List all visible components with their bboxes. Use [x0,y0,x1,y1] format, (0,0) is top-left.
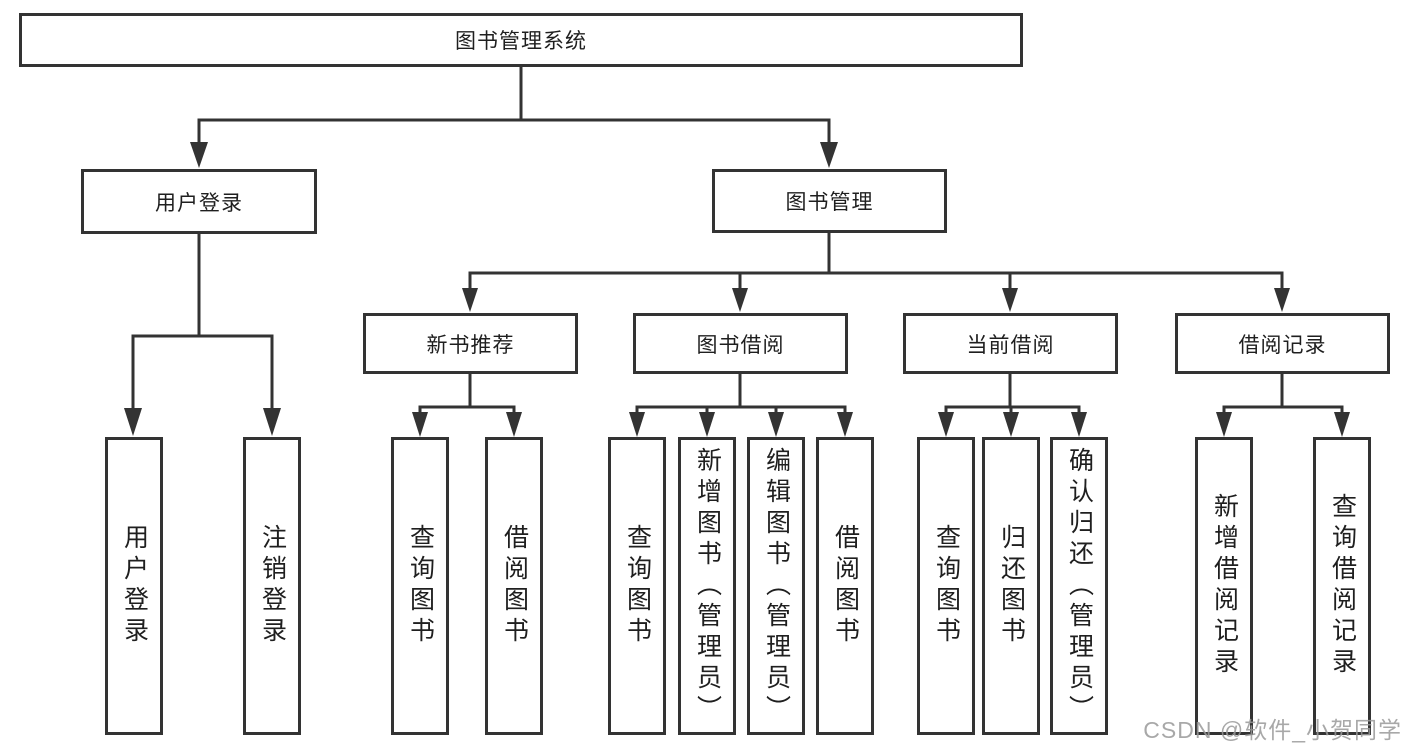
connector-root-to-level2 [190,67,838,168]
node-book-borrowing: 图书借阅 [633,313,848,374]
node-book-management-label: 图书管理 [785,191,874,214]
node-user-login: 用户登录 [81,169,317,234]
leaf-user-login: 用户登录 [105,437,163,735]
leaf-add-books-admin-label: 新增图书（管理员） [693,446,722,726]
node-new-book-recommend: 新书推荐 [363,313,578,374]
leaf-query-books-recommend-label: 查询图书 [406,524,435,648]
leaf-logout: 注销登录 [243,437,301,735]
node-library-system: 图书管理系统 [19,13,1023,67]
leaf-logout-label: 注销登录 [258,524,287,648]
node-library-system-label: 图书管理系统 [455,30,587,53]
leaf-borrow-books: 借阅图书 [816,437,874,735]
leaf-query-books-borrowing-label: 查询图书 [623,524,652,648]
leaf-query-books-recommend: 查询图书 [391,437,449,735]
connector-user-login-to-leaves [124,234,281,436]
leaf-borrow-books-recommend: 借阅图书 [485,437,543,735]
csdn-watermark: CSDN @软件_小贺同学 [1143,717,1402,743]
node-borrow-records-label: 借阅记录 [1238,333,1327,357]
leaf-add-borrow-record: 新增借阅记录 [1195,437,1253,735]
node-book-borrowing-label: 图书借阅 [696,333,785,357]
leaf-query-books-borrowing: 查询图书 [608,437,666,735]
node-current-borrowing: 当前借阅 [903,313,1118,374]
leaf-query-borrow-record-label: 查询借阅记录 [1328,493,1357,679]
node-current-borrowing-label: 当前借阅 [966,333,1055,357]
leaf-edit-books-admin: 编辑图书（管理员） [747,437,805,735]
leaf-query-books-current-label: 查询图书 [932,524,961,648]
leaf-add-books-admin: 新增图书（管理员） [678,437,736,735]
leaf-confirm-return-admin-label: 确认归还（管理员） [1065,446,1094,726]
leaf-query-borrow-record: 查询借阅记录 [1313,437,1371,735]
leaf-add-borrow-record-label: 新增借阅记录 [1210,493,1239,679]
node-borrow-records: 借阅记录 [1175,313,1390,374]
leaf-query-books-current: 查询图书 [917,437,975,735]
leaf-borrow-books-recommend-label: 借阅图书 [500,524,529,648]
leaf-return-books-label: 归还图书 [997,524,1026,648]
connector-current-borrow-to-leaves [938,374,1087,437]
node-new-book-recommend-label: 新书推荐 [426,333,515,357]
leaf-confirm-return-admin: 确认归还（管理员） [1050,437,1108,735]
node-user-login-label: 用户登录 [155,191,243,215]
leaf-user-login-label: 用户登录 [120,524,149,648]
node-book-management: 图书管理 [712,169,947,233]
leaf-borrow-books-label: 借阅图书 [831,524,860,648]
connector-borrow-record-to-leaves [1216,374,1350,437]
leaf-return-books: 归还图书 [982,437,1040,735]
connector-book-borrow-to-leaves [629,374,853,437]
connector-book-mgmt-to-level3 [462,233,1290,312]
connector-new-book-to-leaves [412,374,522,437]
leaf-edit-books-admin-label: 编辑图书（管理员） [762,446,791,726]
